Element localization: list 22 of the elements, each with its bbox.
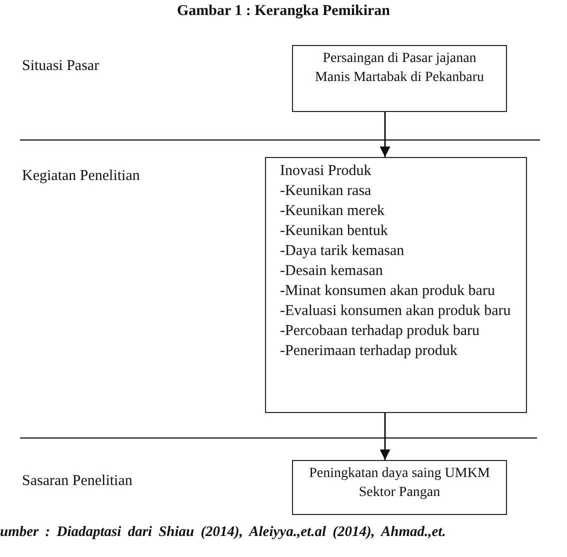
box-text: Persaingan di Pasar jajanan Manis Martabak di Pekanbaru xyxy=(314,50,486,87)
list-item: -Daya tarik kemasan xyxy=(280,242,406,261)
arrow xyxy=(380,112,390,157)
list-item: -Penerimaan terhadap produk xyxy=(280,342,458,361)
section-label: Situasi Pasar xyxy=(22,58,100,75)
list-item: -Percobaan terhadap produk baru xyxy=(280,322,480,341)
list-item: -Minat konsumen akan produk baru xyxy=(280,282,496,301)
source-caption: umber : Diadaptasi dari Shiau (2014), Aleiyya.,et.al (2014), Ahmad.,et. xyxy=(0,524,446,541)
list-item: -Desain kemasan xyxy=(280,262,384,281)
box-text: Peningkatan daya saing UMKM Sektor Pangan xyxy=(308,465,491,502)
list-item: -Evaluasi konsumen akan produk baru xyxy=(280,302,512,321)
list-item: -Keunikan bentuk xyxy=(280,222,389,241)
figure-title: Gambar 1 : Kerangka Pemikiran xyxy=(176,3,392,20)
list-item: -Keunikan rasa xyxy=(280,182,372,201)
section-label: Kegiatan Penelitian xyxy=(22,168,140,185)
section-label: Sasaran Penelitian xyxy=(22,473,132,490)
process-box xyxy=(265,157,527,413)
process-box xyxy=(292,45,507,112)
arrow xyxy=(380,413,390,460)
list-item: -Keunikan merek xyxy=(280,202,386,221)
box-heading: Inovasi Produk xyxy=(280,162,372,181)
process-box xyxy=(292,460,507,515)
